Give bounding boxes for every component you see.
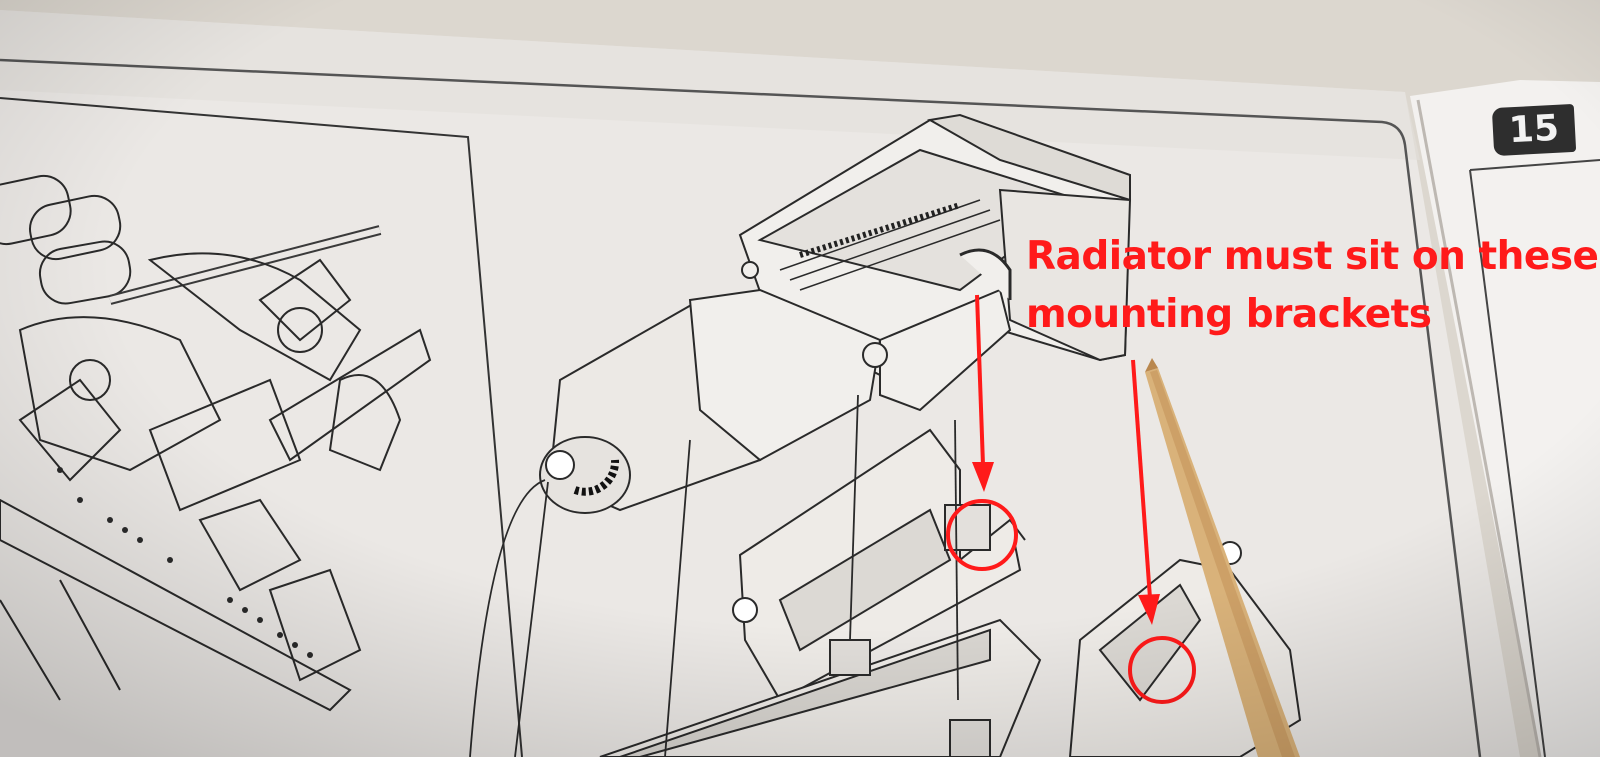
radiator-annotation-text: Radiator must sit on these mounting brac… (1026, 228, 1599, 344)
step-number-badge: 15 (1491, 103, 1577, 157)
annotation-line-2: mounting brackets (1026, 292, 1432, 337)
annotation-line-1: Radiator must sit on these (1026, 234, 1599, 279)
